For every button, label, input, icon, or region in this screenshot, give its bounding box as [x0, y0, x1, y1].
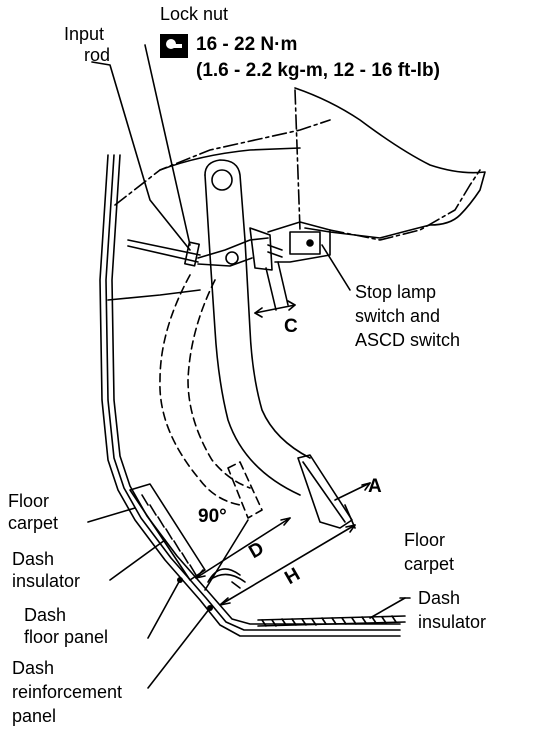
label-dash-insulator-right: Dash insulator [418, 588, 487, 632]
floor-carpet-strip [257, 615, 406, 627]
label-dash-floor-panel: Dash floor panel [24, 605, 109, 647]
label-floor-carpet-left: Floor carpet [8, 491, 59, 533]
dimension-d-h [195, 517, 356, 606]
label-stop-lamp-switch: Stop lamp switch and ASCD switch [355, 282, 461, 350]
dimension-a-label: A [368, 476, 382, 497]
dimension-c-label: C [284, 316, 298, 337]
label-leaders [87, 507, 411, 689]
pedal-travel-outline [159, 274, 263, 519]
label-dash-reinforcement-panel: Dash reinforcement panel [12, 658, 123, 726]
firewall-lines [99, 154, 401, 637]
input-rod [127, 237, 269, 267]
label-lock-nut: Lock nut [160, 4, 229, 24]
label-floor-carpet-right: Floor carpet [404, 530, 455, 574]
brake-pedal-arm [204, 159, 353, 529]
upper-body-contour [159, 87, 486, 239]
label-torque-main: 16 - 22 N·m [196, 34, 298, 55]
torque-wrench-icon [160, 34, 188, 58]
dash-body-outline [114, 89, 481, 241]
stop-lamp-switch [249, 221, 331, 311]
dimension-c [254, 300, 296, 318]
attachment-dots [177, 577, 213, 611]
label-dash-insulator-left: Dash insulator [12, 549, 81, 591]
leader-lines [91, 44, 351, 291]
label-torque-alt: (1.6 - 2.2 kg-m, 12 - 16 ft-lb) [196, 60, 440, 81]
dimension-angle-label: 90° [198, 506, 227, 527]
label-input-rod: Input rod [64, 24, 111, 65]
dimension-a [334, 482, 371, 529]
dash-insulator-block [129, 483, 206, 581]
